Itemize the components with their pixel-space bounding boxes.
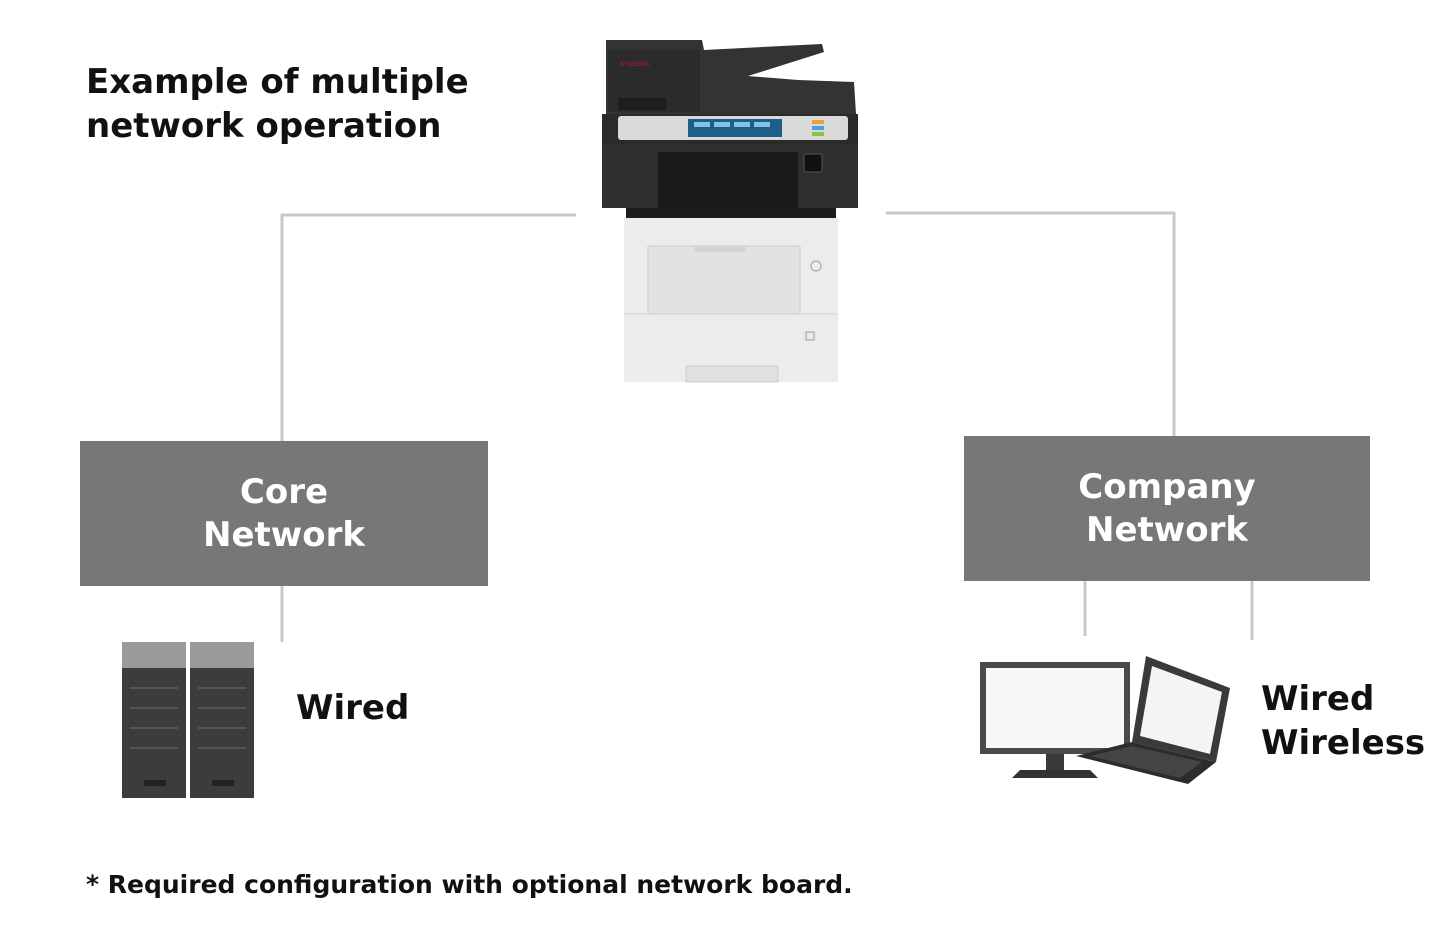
connector-printer-company: [886, 211, 1176, 436]
core-connection-label: Wired: [296, 686, 409, 730]
core-connection-wired: Wired: [296, 688, 410, 728]
desktop-monitor-icon: [980, 662, 1130, 778]
multifunction-printer-icon: KYOCERA: [602, 40, 858, 383]
server-tower-icon: [122, 642, 254, 798]
company-network-label-2: Network: [1086, 509, 1248, 550]
company-connection-label: Wired Wireless: [1261, 677, 1425, 765]
company-connection-wired: Wired: [1261, 679, 1375, 719]
title-line-1: Example of multiple: [86, 62, 469, 102]
company-network-box: Company Network: [964, 436, 1370, 581]
core-network-box: Core Network: [80, 441, 488, 586]
core-network-label-2: Network: [203, 514, 365, 555]
core-network-label-1: Core: [239, 471, 329, 512]
company-network-label-1: Company: [1078, 466, 1256, 507]
connector-printer-core: [280, 213, 576, 441]
footnote: * Required configuration with optional n…: [86, 870, 853, 899]
diagram-title: Example of multiple network operation: [86, 60, 469, 148]
printer-brand: KYOCERA: [620, 62, 649, 68]
laptop-icon: [1076, 656, 1230, 784]
title-line-2: network operation: [86, 106, 442, 146]
company-connection-wireless: Wireless: [1261, 723, 1426, 763]
